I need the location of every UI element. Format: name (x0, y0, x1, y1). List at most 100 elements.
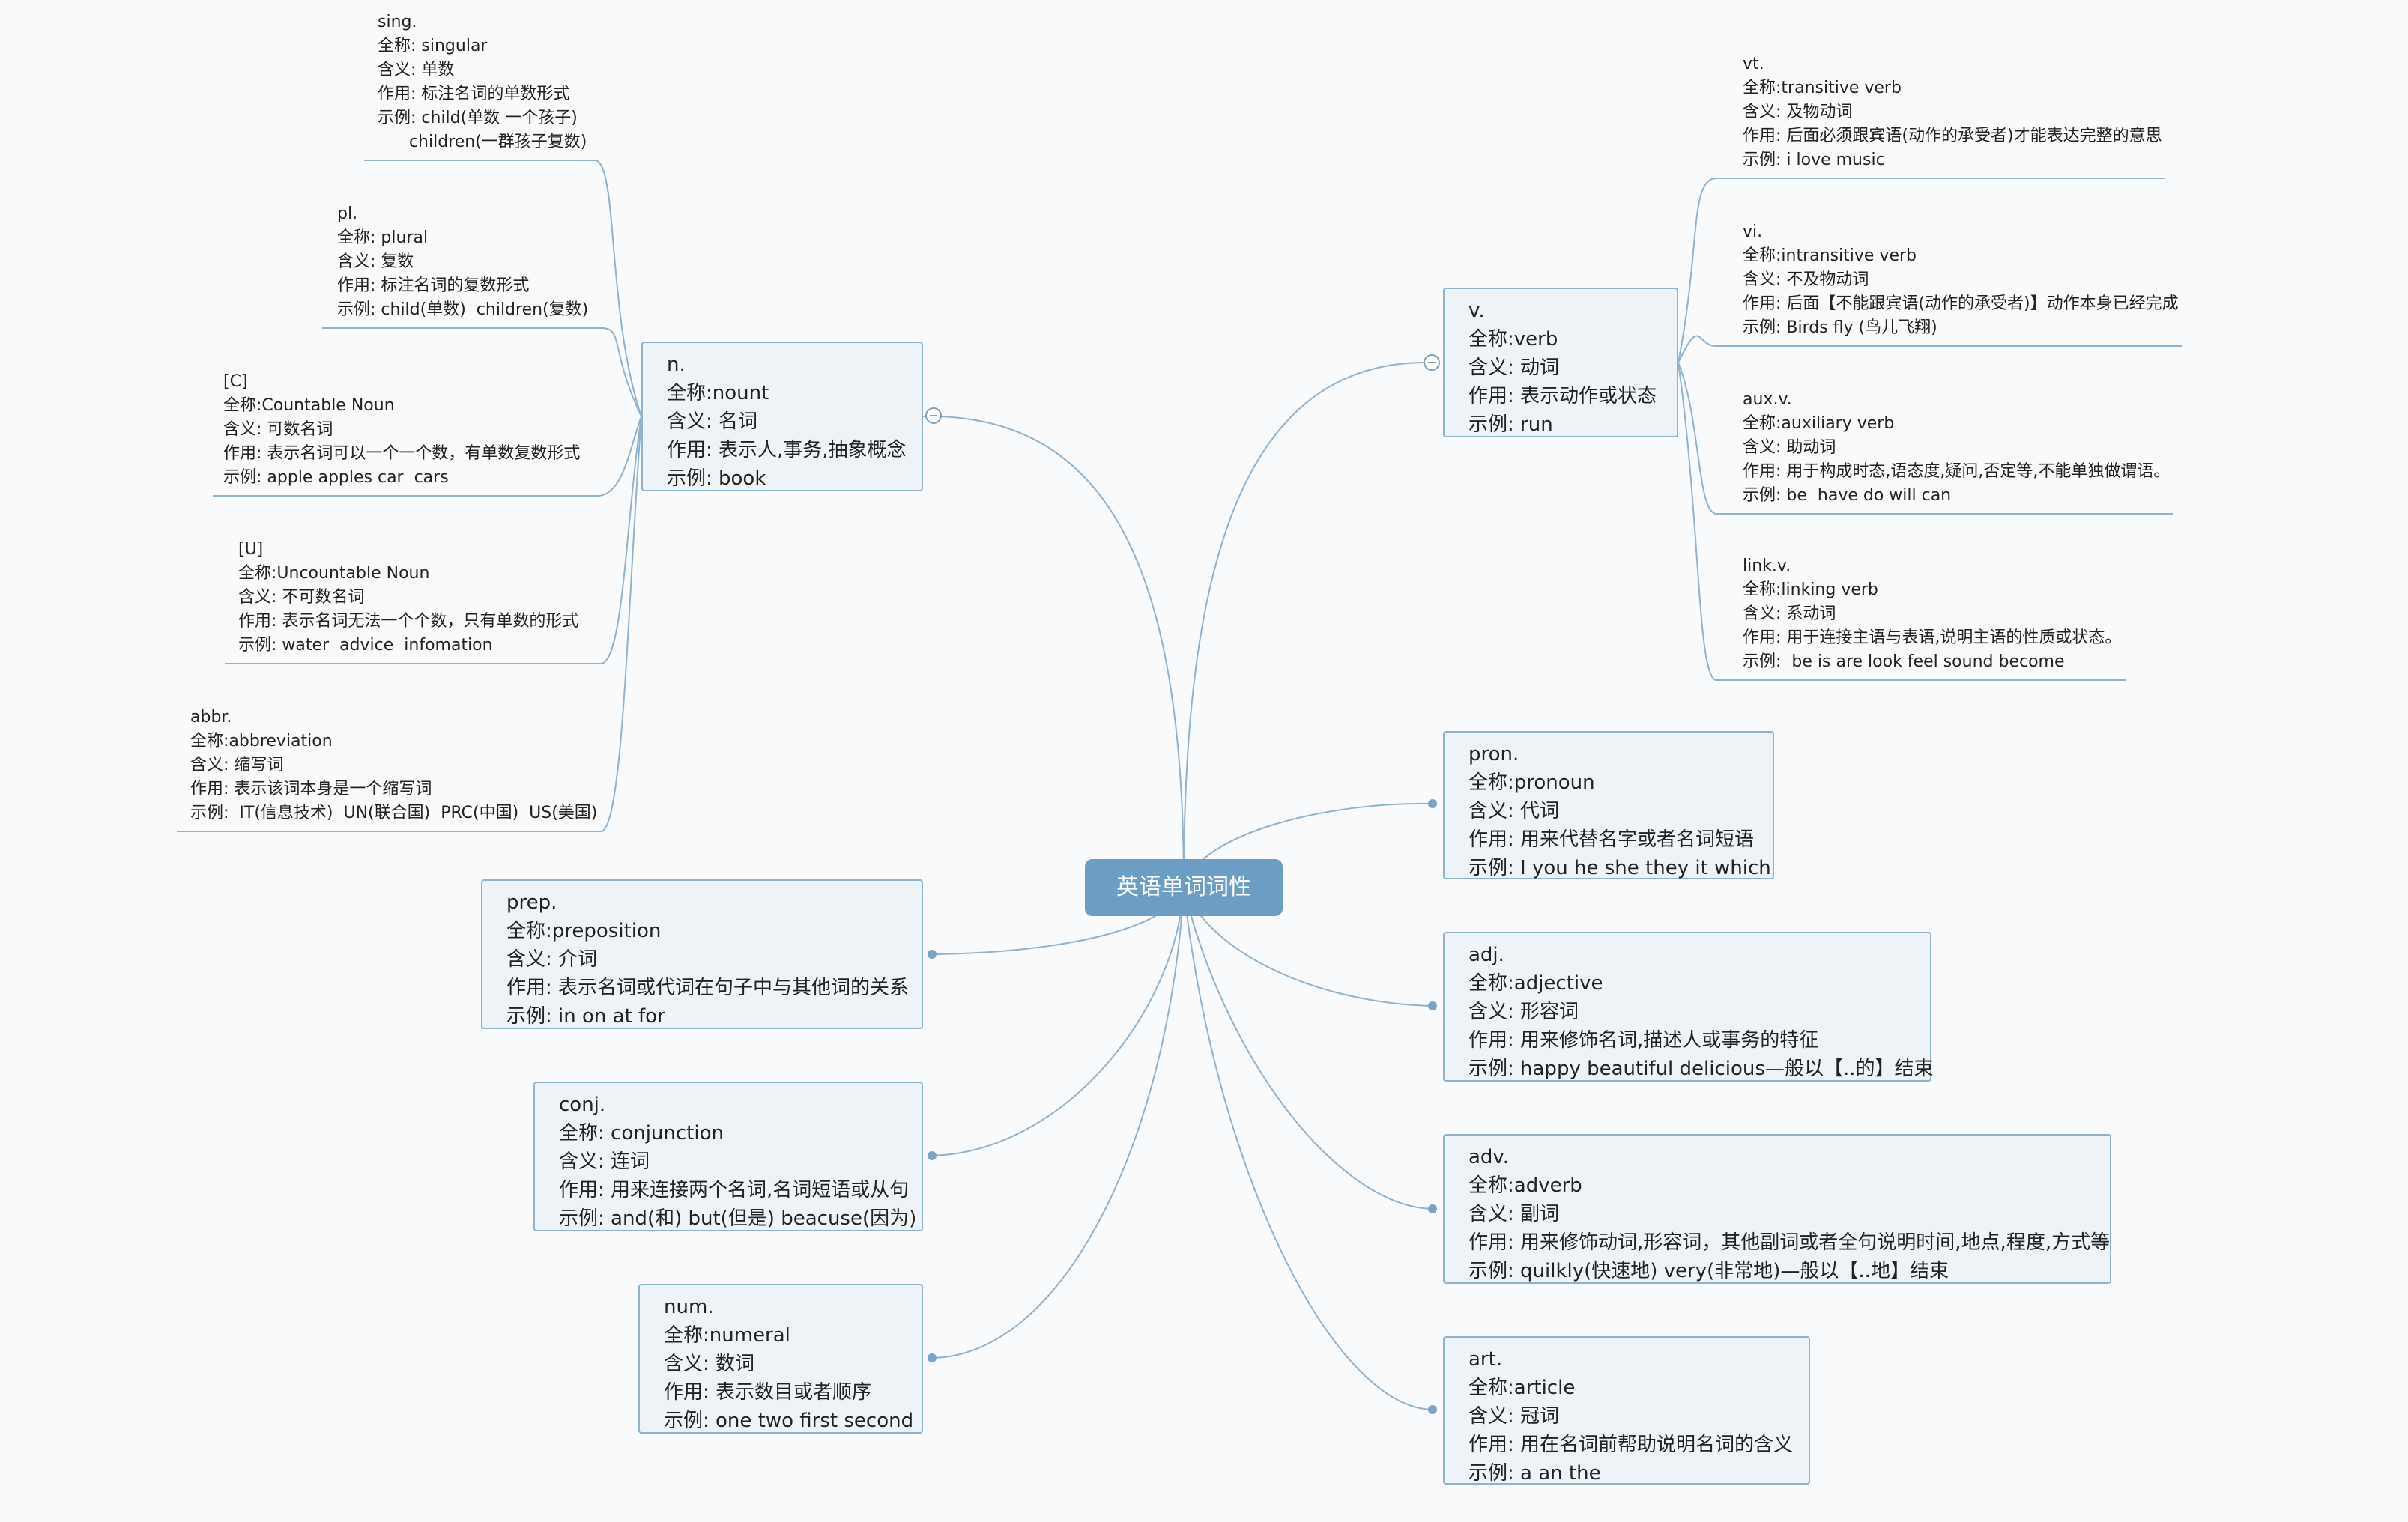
subtopic-line: 示例: child(单数) children(复数) (337, 300, 589, 319)
subtopic-pl[interactable]: pl. 全称: plural 含义: 复数 作用: 标注名词的复数形式 示例: … (337, 202, 588, 322)
topic-line: 含义: 动词 (1468, 357, 1560, 379)
topic-line: 含义: 名词 (667, 410, 758, 433)
connector-dot (1428, 1405, 1437, 1414)
topic-line: 全称:pronoun (1468, 771, 1595, 794)
subtopic-line: 示例: water advice infomation (238, 636, 493, 655)
subtopic-line: 含义: 不及物动词 (1743, 270, 1869, 289)
topic-line: 作用: 用来修饰名词,描述人或事务的特征 (1468, 1029, 1819, 1052)
subtopic-line: 全称: plural (337, 228, 429, 247)
subtopic-line: 含义: 复数 (337, 252, 414, 271)
topic-line: 示例: book (667, 467, 766, 490)
subtopic-line: 示例: be have do will can (1743, 486, 1952, 505)
topic-line: 全称:numeral (664, 1324, 790, 1347)
topic-num[interactable]: num. 全称:numeral 含义: 数词 作用: 表示数目或者顺序 示例: … (638, 1284, 923, 1434)
topic-conj[interactable]: conj. 全称: conjunction 含义: 连词 作用: 用来连接两个名… (533, 1082, 923, 1231)
collapse-toggle-verb[interactable] (1424, 354, 1440, 371)
topic-line: 示例: quilkly(快速地) very(非常地)—般以【..地】结束 (1468, 1260, 1949, 1282)
subtopic-line: sing. (378, 13, 417, 31)
subtopic-line: abbr. (190, 708, 232, 727)
subtopic-vi[interactable]: vi. 全称:intransitive verb 含义: 不及物动词 作用: 后… (1743, 220, 2179, 340)
topic-art[interactable]: art. 全称:article 含义: 冠词 作用: 用在名词前帮助说明名词的含… (1443, 1336, 1810, 1485)
subtopic-line: [U] (238, 540, 264, 559)
topic-line: conj. (559, 1094, 606, 1116)
subtopic-line: 全称:intransitive verb (1743, 246, 1917, 265)
topic-line: 示例: in on at for (506, 1005, 665, 1028)
topic-line: 作用: 用来修饰动词,形容词，其他副词或者全句说明时间,地点,程度,方式等 (1468, 1231, 2111, 1254)
topic-line: prep. (506, 891, 557, 914)
topic-line: 全称:article (1468, 1377, 1576, 1399)
subtopic-line: 示例: child(单数 一个孩子) (378, 109, 578, 127)
topic-line: v. (1468, 300, 1485, 322)
subtopic-auxv[interactable]: aux.v. 全称:auxiliary verb 含义: 助动词 作用: 用于构… (1743, 388, 2170, 508)
subtopic-line: 作用: 表示该词本身是一个缩写词 (190, 780, 432, 798)
topic-line: num. (664, 1296, 714, 1318)
subtopic-line: 示例: IT(信息技术) UN(联合国) PRC(中国) US(美国) (190, 804, 598, 822)
subtopic-vt[interactable]: vt. 全称:transitive verb 含义: 及物动词 作用: 后面必须… (1743, 52, 2162, 172)
topic-line: 全称: conjunction (559, 1122, 724, 1144)
subtopic-line: pl. (337, 204, 358, 223)
subtopic-line: 全称:abbreviation (190, 732, 333, 751)
subtopic-line: 作用: 后面必须跟宾语(动作的承受者)才能表达完整的意思 (1743, 127, 2162, 145)
subtopic-uncountable[interactable]: [U] 全称:Uncountable Noun 含义: 不可数名词 作用: 表示… (238, 538, 578, 658)
subtopic-line: 全称:Uncountable Noun (238, 564, 430, 583)
topic-prep[interactable]: prep. 全称:preposition 含义: 介词 作用: 表示名词或代词在… (481, 879, 923, 1029)
topic-line: adv. (1468, 1146, 1510, 1168)
topic-line: 作用: 用在名词前帮助说明名词的含义 (1468, 1434, 1794, 1456)
topic-line: 示例: I you he she they it which (1468, 857, 1771, 879)
subtopic-line: 全称:linking verb (1743, 580, 1878, 599)
subtopic-countable[interactable]: [C] 全称:Countable Noun 含义: 可数名词 作用: 表示名词可… (223, 370, 580, 490)
topic-line: 作用: 用来代替名字或者名词短语 (1468, 828, 1755, 851)
connector-dot (928, 1353, 937, 1362)
subtopic-line: 全称:transitive verb (1743, 79, 1902, 97)
root-topic[interactable]: 英语单词词性 (1085, 859, 1283, 916)
topic-line: art. (1468, 1348, 1503, 1371)
topic-line: 作用: 表示名词或代词在句子中与其他词的关系 (506, 977, 910, 999)
topic-line: adj. (1468, 944, 1504, 966)
topic-line: 含义: 数词 (664, 1353, 755, 1375)
topic-pron[interactable]: pron. 全称:pronoun 含义: 代词 作用: 用来代替名字或者名词短语… (1443, 731, 1774, 879)
subtopic-line: 含义: 系动词 (1743, 604, 1836, 623)
topic-line: 含义: 介词 (506, 948, 598, 971)
subtopic-line: 作用: 用于构成时态,语态度,疑问,否定等,不能单独做谓语。 (1743, 462, 2170, 481)
topic-line: 示例: and(和) but(但是) beacuse(因为) (559, 1207, 917, 1230)
subtopic-line: [C] (223, 372, 248, 391)
subtopic-line: 全称:Countable Noun (223, 396, 395, 415)
topic-adv[interactable]: adv. 全称:adverb 含义: 副词 作用: 用来修饰动词,形容词，其他副… (1443, 1134, 2111, 1284)
topic-line: 示例: one two first second (664, 1410, 914, 1432)
topic-verb[interactable]: v. 全称:verb 含义: 动词 作用: 表示动作或状态 示例: run (1443, 288, 1678, 437)
connector-dot (928, 1151, 937, 1160)
subtopic-line: 含义: 及物动词 (1743, 103, 1853, 121)
topic-line: 示例: happy beautiful delicious—般以【..的】结束 (1468, 1058, 1934, 1080)
subtopic-sing[interactable]: sing. 全称: singular 含义: 单数 作用: 标注名词的单数形式 … (378, 10, 587, 154)
topic-line: 作用: 用来连接两个名词,名词短语或从句 (559, 1179, 910, 1201)
topic-adj[interactable]: adj. 全称:adjective 含义: 形容词 作用: 用来修饰名词,描述人… (1443, 932, 1934, 1082)
subtopic-line: 作用: 用于连接主语与表语,说明主语的性质或状态。 (1743, 628, 2122, 647)
topic-line: 含义: 形容词 (1468, 1001, 1579, 1023)
subtopic-abbr[interactable]: abbr. 全称:abbreviation 含义: 缩写词 作用: 表示该词本身… (190, 706, 597, 825)
subtopic-linkv[interactable]: link.v. 全称:linking verb 含义: 系动词 作用: 用于连接… (1743, 554, 2121, 674)
connector-dot (928, 950, 937, 959)
subtopic-line: 含义: 助动词 (1743, 438, 1836, 457)
topic-line: 示例: a an the (1468, 1462, 1601, 1485)
topic-line: 作用: 表示数目或者顺序 (664, 1381, 872, 1404)
collapse-toggle-noun[interactable] (925, 407, 942, 424)
connector-dot (1428, 799, 1437, 808)
topic-line: 示例: run (1468, 413, 1553, 436)
subtopic-line: 示例: Birds fly (鸟儿飞翔) (1743, 318, 1937, 337)
subtopic-line: vi. (1743, 222, 1763, 241)
topic-line: 全称:adjective (1468, 972, 1603, 995)
subtopic-line: children(一群孩子复数) (378, 133, 587, 151)
topic-line: 含义: 副词 (1468, 1203, 1560, 1225)
subtopic-line: vt. (1743, 55, 1764, 73)
topic-noun[interactable]: n. 全称:nount 含义: 名词 作用: 表示人,事务,抽象概念 示例: b… (641, 342, 923, 491)
subtopic-line: 含义: 不可数名词 (238, 588, 365, 607)
subtopic-line: 全称: singular (378, 37, 488, 55)
topic-line: 作用: 表示动作或状态 (1468, 385, 1657, 407)
subtopic-line: 含义: 单数 (378, 61, 455, 79)
topic-line: 作用: 表示人,事务,抽象概念 (667, 439, 907, 461)
subtopic-line: aux.v. (1743, 390, 1792, 409)
subtopic-line: 示例: apple apples car cars (223, 468, 449, 487)
subtopic-line: 作用: 表示名词可以一个一个数，有单数复数形式 (223, 444, 581, 463)
topic-line: 含义: 冠词 (1468, 1405, 1560, 1428)
